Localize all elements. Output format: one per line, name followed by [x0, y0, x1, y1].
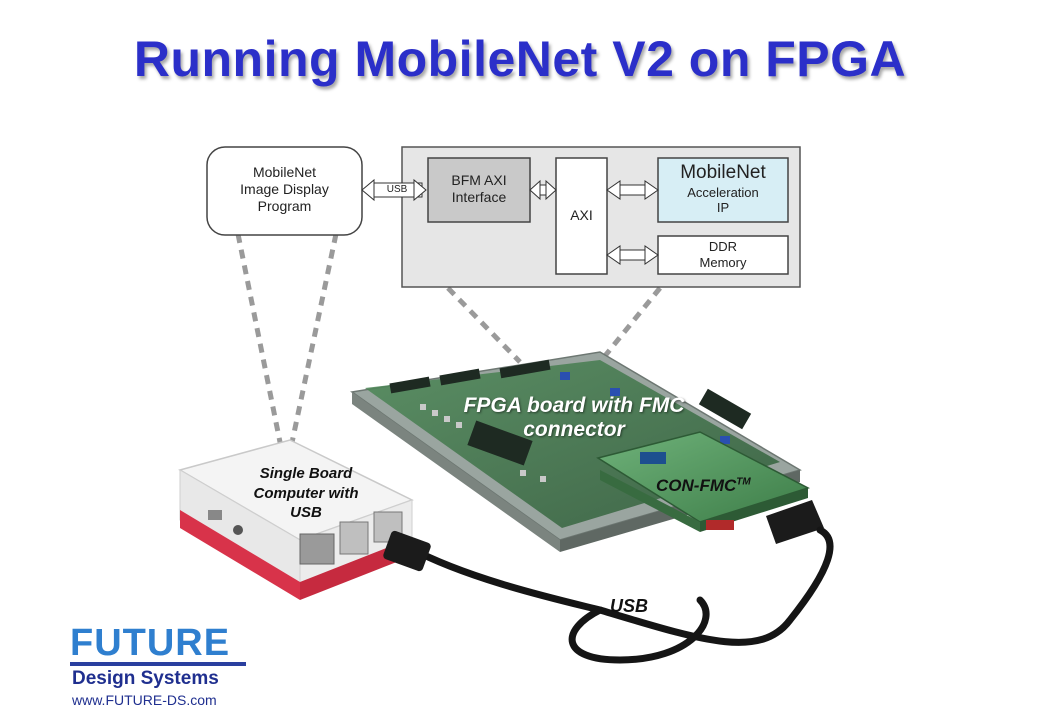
fpga-board-label: FPGA board with FMC connector: [424, 394, 724, 442]
sbc-line3: USB: [236, 503, 376, 523]
sbc-line1: Single Board: [236, 464, 376, 484]
usb-cable-image: [382, 530, 830, 660]
fpga-board-line1: FPGA board with FMC: [424, 394, 724, 418]
host-program-line2: Image Display: [207, 181, 362, 198]
ddr-line2: Memory: [658, 255, 788, 271]
logo-subtitle: Design Systems: [72, 668, 219, 690]
axi-label: AXI: [556, 207, 607, 224]
sbc-label: Single Board Computer with USB: [236, 464, 376, 523]
mobilenet-ip-sub2: IP: [658, 200, 788, 216]
logo-url: www.FUTURE-DS.com: [72, 692, 217, 708]
ddr-line1: DDR: [658, 239, 788, 255]
ddr-label: DDR Memory: [658, 239, 788, 270]
host-program-label: MobileNet Image Display Program: [207, 164, 362, 214]
host-program-line3: Program: [207, 198, 362, 215]
fpga-board-line2: connector: [424, 418, 724, 442]
con-fmc-tm: TM: [736, 476, 750, 487]
mobilenet-ip-title: MobileNet: [658, 162, 788, 185]
bfm-line1: BFM AXI: [428, 172, 530, 189]
con-fmc-text: CON-FMC: [656, 476, 736, 495]
logo-name: FUTURE: [70, 622, 230, 665]
mobilenet-ip-label: MobileNet Acceleration IP: [658, 162, 788, 216]
bfm-line2: Interface: [428, 189, 530, 206]
usb-link-label: USB: [372, 184, 422, 196]
usb-cable-label: USB: [610, 596, 648, 617]
con-fmc-label: CON-FMCTM: [656, 476, 751, 496]
logo-divider: [70, 662, 246, 666]
sbc-line2: Computer with: [236, 484, 376, 504]
mobilenet-ip-sub1: Acceleration: [658, 185, 788, 201]
bfm-label: BFM AXI Interface: [428, 172, 530, 206]
host-program-line1: MobileNet: [207, 164, 362, 181]
